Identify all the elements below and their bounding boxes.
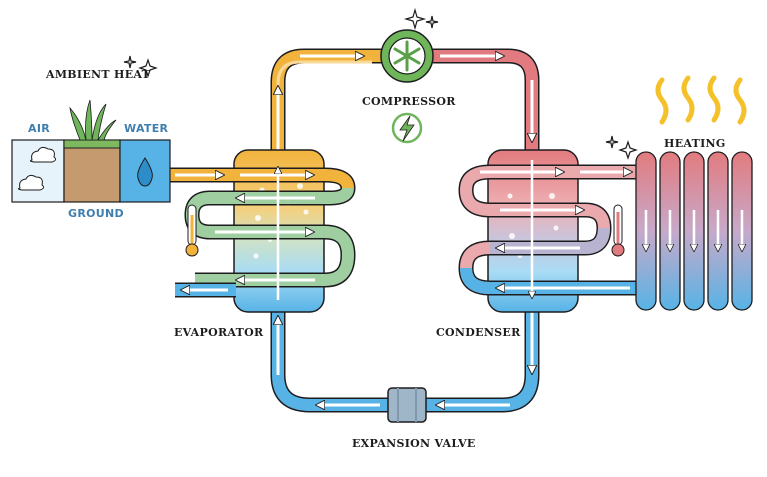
evaporator-label: EVAPORATOR bbox=[174, 326, 264, 339]
expansion-valve-label: EXPANSION VALVE bbox=[352, 437, 476, 450]
ambient-sources bbox=[11, 99, 171, 203]
condenser-label: CONDENSER bbox=[436, 326, 521, 339]
thermometer-icon bbox=[185, 204, 199, 257]
pipe-evaporator-to-compressor bbox=[270, 48, 388, 168]
heat-wave-icon bbox=[655, 75, 747, 125]
grass-icon bbox=[69, 99, 117, 141]
radiator-icon bbox=[635, 151, 753, 311]
ground-box bbox=[63, 139, 121, 203]
thermometer-icon bbox=[611, 204, 625, 257]
condenser-heating-loop bbox=[458, 164, 645, 296]
sparkle-icon bbox=[605, 135, 638, 160]
water-label: WATER bbox=[124, 122, 169, 135]
air-label: AIR bbox=[28, 122, 50, 135]
pipe-compressor-to-condenser bbox=[426, 48, 540, 158]
lightning-icon bbox=[391, 112, 423, 144]
ambient-heat-label: AMBIENT HEAT bbox=[46, 68, 151, 81]
main-loop-flow-arrows bbox=[278, 56, 532, 405]
air-box bbox=[11, 139, 65, 203]
compressor bbox=[380, 29, 434, 83]
sparkle-icon bbox=[403, 7, 439, 31]
evaporator-source-loop bbox=[168, 167, 356, 298]
sparkle-icon bbox=[123, 55, 158, 78]
ground-label: GROUND bbox=[68, 207, 124, 220]
refrigerant-through-exchangers bbox=[278, 160, 532, 300]
cloud-icon bbox=[17, 146, 57, 191]
water-drop-icon bbox=[137, 157, 153, 187]
heating-label: HEATING bbox=[664, 137, 726, 150]
compressor-label: COMPRESSOR bbox=[362, 95, 456, 108]
expansion-valve bbox=[387, 387, 427, 423]
